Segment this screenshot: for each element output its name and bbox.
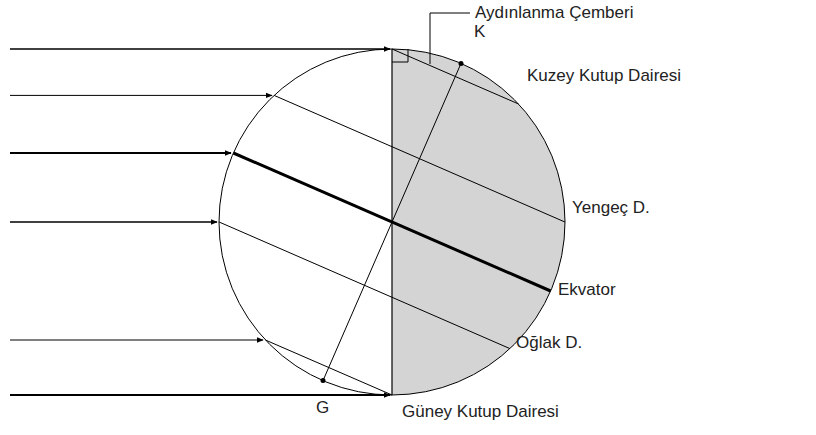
earth-circle — [219, 49, 565, 395]
map-label: G — [316, 398, 329, 418]
sun-ray — [10, 48, 390, 49]
map-label: Oğlak D. — [516, 333, 582, 353]
right-angle-mark — [392, 49, 408, 62]
sun-ray — [10, 95, 272, 96]
map-label: K — [474, 22, 485, 42]
sun-ray — [10, 221, 217, 222]
leader-line — [430, 13, 470, 64]
map-label: Ekvator — [558, 280, 616, 300]
sun-ray — [10, 340, 263, 341]
sun-ray — [10, 152, 231, 154]
map-label: Güney Kutup Dairesi — [402, 402, 559, 422]
earth-axis — [323, 63, 461, 380]
map-label: Kuzey Kutup Dairesi — [527, 66, 681, 86]
map-label: Yengeç D. — [572, 198, 650, 218]
sun-ray — [10, 394, 390, 396]
north-pole-dot — [459, 61, 464, 66]
south-pole-dot — [321, 378, 326, 383]
map-label: Aydınlanma Çemberi — [475, 3, 633, 23]
